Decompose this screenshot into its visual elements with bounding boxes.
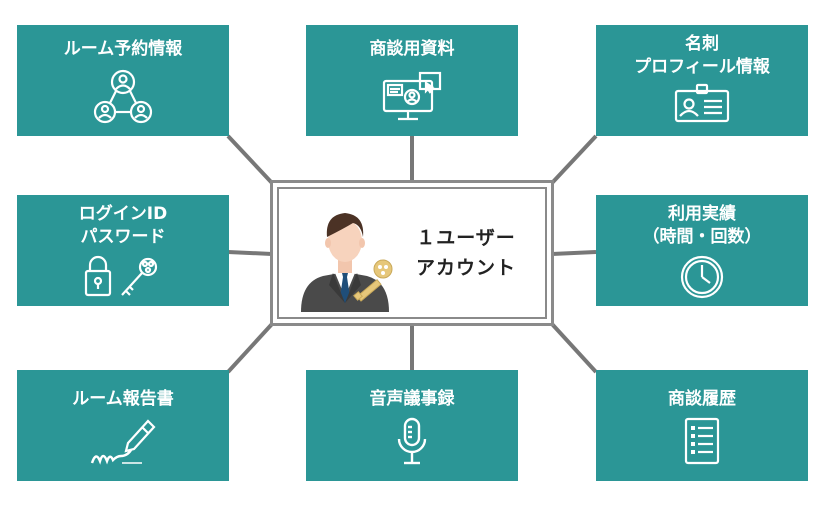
presentation-screen-icon [380,69,444,129]
room-booking-box: ルーム予約情報 [17,25,229,136]
business-card-title-line2: プロフィール情報 [634,57,770,77]
user-account-box: １ユーザー アカウント [270,180,554,326]
usage-title-line2: （時間・回数） [642,227,762,247]
login-title-line2: パスワード [80,227,166,247]
lock-key-icon [78,253,168,305]
businessman-with-key-icon [295,197,405,316]
connector-login [227,250,273,256]
business-card-title-line1: 名刺 [685,34,719,54]
connector-room-report [226,322,274,374]
login-box: ログインID パスワード [17,195,229,306]
microphone-icon [392,415,432,475]
usage-box: 利用実績 （時間・回数） [596,195,808,306]
login-title-line1: ログインID [78,204,168,224]
room-booking-title: ルーム予約情報 [63,39,183,59]
business-card-box: 名刺 プロフィール情報 [596,25,808,136]
sales-docs-box: 商談用資料 [306,25,518,136]
id-card-icon [672,83,732,127]
sales-docs-title: 商談用資料 [369,39,455,59]
voice-record-title: 音声議事録 [369,389,455,409]
room-report-title: ルーム報告書 [72,389,174,409]
voice-record-box: 音声議事録 [306,370,518,481]
room-report-box: ルーム報告書 [17,370,229,481]
user-network-icon [93,69,153,129]
usage-title-line1: 利用実績 [668,204,736,224]
center-label: １ユーザー アカウント [401,223,531,283]
sales-history-box: 商談履歴 [596,370,808,481]
sales-history-title: 商談履歴 [668,389,736,409]
center-label-line1: １ユーザー [416,227,516,249]
checklist-icon [682,415,722,475]
clock-icon [678,253,726,305]
connector-room-booking [226,134,274,185]
connector-sales-history [550,322,598,374]
center-label-line2: アカウント [415,257,516,279]
connector-business-card [550,134,598,185]
pen-signature-icon [88,415,158,475]
connector-usage [551,250,597,256]
